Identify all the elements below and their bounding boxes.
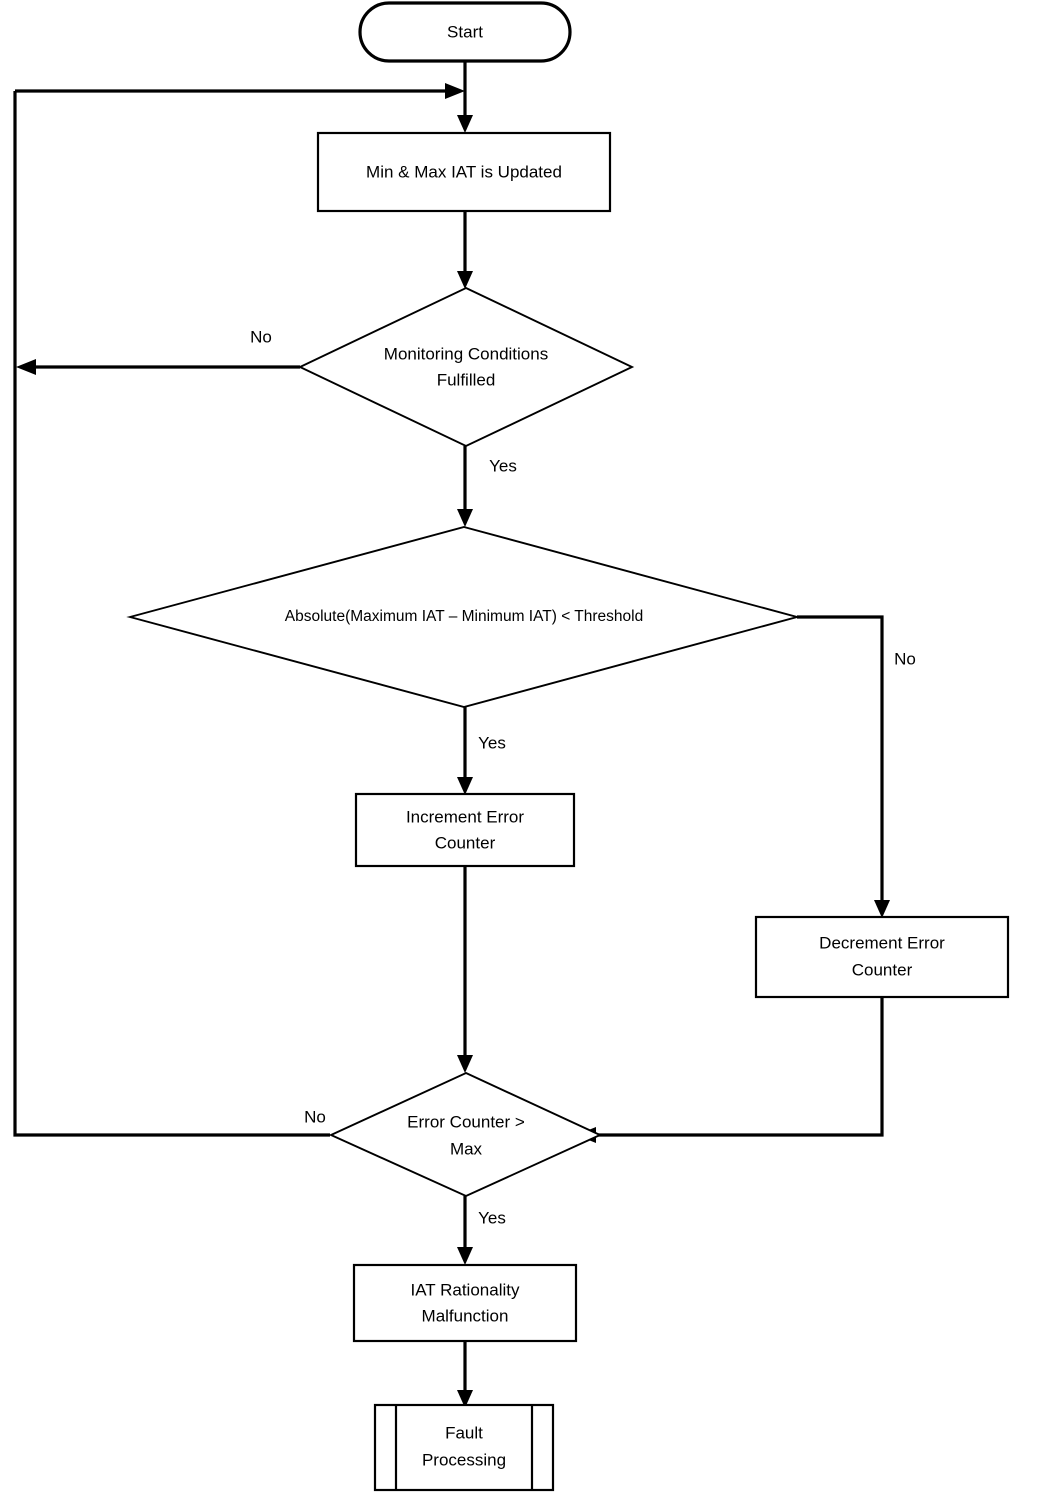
- node-label-counter-check-line1: Error Counter >: [407, 1112, 525, 1131]
- edge-increment-to-counter-check: [457, 866, 473, 1073]
- edge-counter-no-to-left-rail: No: [13, 91, 330, 1137]
- edge-monitoring-yes-to-threshold: Yes: [457, 446, 517, 527]
- node-fault-processing[interactable]: Fault Processing: [373, 1403, 555, 1492]
- node-label-monitoring-conditions-line1: Monitoring Conditions: [384, 344, 548, 363]
- node-error-counter-max-check[interactable]: Error Counter > Max: [328, 1071, 603, 1198]
- edge-label-threshold-no: No: [894, 649, 916, 668]
- node-label-start: Start: [447, 22, 483, 41]
- edge-label-counter-yes: Yes: [478, 1208, 506, 1227]
- node-iat-rationality-malfunction[interactable]: IAT Rationality Malfunction: [352, 1263, 578, 1343]
- edge-counter-yes-to-malfunction: Yes: [457, 1196, 506, 1265]
- edge-start-to-update: [457, 61, 473, 133]
- edge-label-threshold-yes: Yes: [478, 733, 506, 752]
- edge-line: [13, 91, 330, 1137]
- node-label-malfunction-line2: Malfunction: [422, 1306, 509, 1325]
- arrowhead-icon: [874, 900, 890, 918]
- edge-label-monitoring-no: No: [250, 327, 272, 346]
- edge-monitoring-no-to-left-rail: No: [16, 327, 300, 375]
- decision-shape: [297, 286, 635, 448]
- node-label-decrement-line1: Decrement Error: [819, 933, 945, 952]
- node-label-malfunction-line1: IAT Rationality: [411, 1280, 520, 1299]
- arrowhead-icon: [457, 777, 473, 795]
- node-monitoring-conditions-fulfilled[interactable]: Monitoring Conditions Fulfilled: [297, 286, 635, 448]
- node-label-increment-line2: Counter: [435, 833, 496, 852]
- predefined-process-shape: [373, 1403, 555, 1492]
- node-threshold-check[interactable]: Absolute(Maximum IAT – Minimum IAT) < Th…: [126, 526, 801, 708]
- node-increment-error-counter[interactable]: Increment Error Counter: [354, 792, 576, 868]
- node-label-fault-processing-line1: Fault: [445, 1423, 483, 1442]
- arrowhead-icon: [457, 1390, 473, 1408]
- node-start[interactable]: Start: [358, 1, 572, 63]
- node-decrement-error-counter[interactable]: Decrement Error Counter: [754, 915, 1010, 999]
- arrowhead-icon: [457, 1247, 473, 1265]
- decision-shape: [328, 1071, 603, 1198]
- process-shape: [354, 792, 576, 868]
- process-shape: [352, 1263, 578, 1343]
- arrowhead-icon: [457, 115, 473, 133]
- process-shape: [754, 915, 1010, 999]
- arrowhead-icon: [457, 1055, 473, 1073]
- arrowhead-icon: [457, 509, 473, 527]
- edge-label-monitoring-yes: Yes: [489, 456, 517, 475]
- process-shape: [316, 131, 612, 213]
- node-label-increment-line1: Increment Error: [406, 807, 524, 826]
- terminator-shape: [358, 1, 572, 63]
- arrowhead-icon: [445, 83, 465, 99]
- node-label-update-min-max-iat: Min & Max IAT is Updated: [366, 162, 562, 181]
- node-update-min-max-iat[interactable]: Min & Max IAT is Updated: [316, 131, 612, 213]
- edge-label-counter-no: No: [304, 1107, 326, 1126]
- edge-threshold-no-to-decrement: No: [797, 615, 916, 918]
- node-label-fault-processing-line2: Processing: [422, 1450, 506, 1469]
- decision-shape: [126, 526, 801, 708]
- edge-malfunction-to-fault-processing: [457, 1341, 473, 1408]
- edge-threshold-yes-to-increment: Yes: [457, 707, 506, 795]
- edge-left-rail-return-to-main: [15, 83, 465, 99]
- arrowhead-icon: [16, 359, 36, 375]
- node-label-counter-check-line2: Max: [450, 1139, 483, 1158]
- edge-update-to-monitoring: [457, 211, 473, 289]
- node-label-threshold-check: Absolute(Maximum IAT – Minimum IAT) < Th…: [285, 608, 643, 625]
- node-label-decrement-line2: Counter: [852, 960, 913, 979]
- edge-line: [797, 615, 884, 907]
- edge-decrement-to-counter-check: [576, 997, 884, 1143]
- arrowhead-icon: [457, 271, 473, 289]
- edge-line: [587, 997, 884, 1137]
- node-label-monitoring-conditions-line2: Fulfilled: [437, 370, 496, 389]
